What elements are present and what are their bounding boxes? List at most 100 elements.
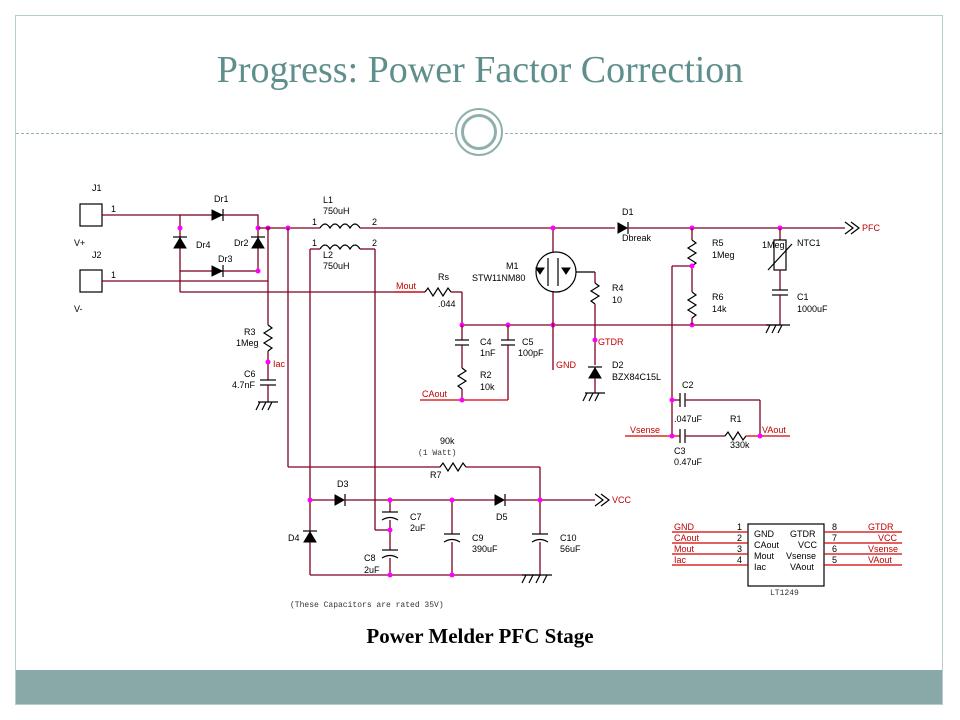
svg-text:5: 5 [832,555,837,565]
svg-text:2: 2 [372,238,377,248]
svg-text:(These Capacitors are rated 35: (These Capacitors are rated 35V) [290,601,444,610]
svg-text:1Meg: 1Meg [236,338,259,348]
svg-text:Dr4: Dr4 [196,240,211,250]
svg-text:C1: C1 [797,292,809,302]
svg-text:1000uF: 1000uF [797,304,828,314]
svg-text:4: 4 [737,555,742,565]
svg-text:D3: D3 [337,479,349,489]
svg-text:D5: D5 [496,512,508,522]
svg-text:1Meg: 1Meg [762,240,785,250]
svg-text:330k: 330k [730,440,750,450]
svg-text:Iac: Iac [273,359,286,369]
svg-text:J2: J2 [92,250,102,260]
svg-text:10k: 10k [480,382,495,392]
svg-text:1nF: 1nF [480,348,496,358]
svg-text:C8: C8 [364,553,376,563]
svg-text:GTDR: GTDR [868,522,894,532]
svg-text:Mout: Mout [674,544,695,554]
svg-text:4.7nF: 4.7nF [232,380,256,390]
svg-text:750uH: 750uH [323,261,350,271]
figure-caption: Power Melder PFC Stage [366,624,594,648]
svg-text:D1: D1 [622,207,634,217]
rs-current-sense: Mout Rs .044 [395,272,780,328]
svg-text:1: 1 [111,270,116,280]
svg-text:Iac: Iac [754,562,767,572]
svg-text:Dr2: Dr2 [234,238,249,248]
svg-text:90k: 90k [440,436,455,446]
svg-text:VAout: VAout [790,562,814,572]
slide-frame [15,15,943,705]
svg-text:Dr1: Dr1 [214,194,229,204]
svg-text:GND: GND [674,522,695,532]
svg-text:VCC: VCC [878,533,898,543]
ic-lt1249: GND CAout Mout Iac 1 2 3 4 GND CAout Mou… [672,522,902,598]
svg-text:R2: R2 [480,370,492,380]
svg-text:VAout: VAout [762,425,786,435]
svg-text:2uF: 2uF [410,523,426,533]
svg-text:CAout: CAout [422,389,448,399]
svg-text:L1: L1 [323,195,333,205]
svg-text:J1: J1 [92,183,102,193]
ntc1-c1: 1Meg NTC1 C1 1000uF [762,228,828,334]
svg-text:R6: R6 [712,292,724,302]
svg-text:V-: V- [74,304,83,314]
svg-text:1: 1 [111,204,116,214]
svg-text:.047uF: .047uF [674,414,703,424]
connector-j2: J2 1 V- [74,250,268,314]
svg-text:Mout: Mout [754,551,775,561]
svg-text:2uF: 2uF [364,565,380,575]
svg-text:56uF: 56uF [560,544,581,554]
svg-text:STW11NM80: STW11NM80 [472,273,525,283]
svg-text:0.47uF: 0.47uF [674,457,703,467]
svg-text:PFC: PFC [862,223,881,233]
svg-text:M1: M1 [506,261,519,271]
svg-text:VCC: VCC [798,540,818,550]
ring-inner [461,114,497,150]
r7-aux-supply: 90k (1 Watt) R7 [287,228,541,500]
svg-text:7: 7 [832,533,837,543]
svg-text:LT1249: LT1249 [770,589,799,598]
divider-ring-ornament [455,108,503,156]
svg-text:2: 2 [372,217,377,227]
bridge-rectifier: Dr1 Dr4 Dr2 Dr3 [173,194,425,293]
svg-text:1: 1 [737,522,742,532]
svg-text:10: 10 [612,295,622,305]
svg-text:8: 8 [832,522,837,532]
svg-text:.044: .044 [438,299,456,309]
svg-text:C7: C7 [410,512,422,522]
svg-text:Dr3: Dr3 [218,254,233,264]
svg-text:1Meg: 1Meg [712,250,735,260]
svg-text:C3: C3 [674,446,686,456]
r5-r6-divider: R5 1Meg R6 14k [671,228,735,436]
r3-c6-iac: R3 1Meg Iac C6 4.7nF [232,228,286,411]
svg-text:6: 6 [832,544,837,554]
svg-text:750uH: 750uH [323,206,350,216]
svg-text:Vsense: Vsense [868,544,898,554]
svg-text:C2: C2 [682,380,694,390]
svg-text:L2: L2 [323,250,333,260]
svg-text:Vsense: Vsense [630,425,660,435]
svg-text:BZX84C15L: BZX84C15L [612,372,661,382]
voltage-loop-compensation: C2 .047uF R1 330k Vsense VAout C3 0.47uF [625,380,790,467]
svg-text:100pF: 100pF [518,348,544,358]
svg-text:R3: R3 [244,327,256,337]
svg-text:V+: V+ [74,238,85,248]
svg-text:Mout: Mout [396,281,417,291]
svg-text:CAout: CAout [674,533,700,543]
svg-text:GTDR: GTDR [598,337,624,347]
svg-text:VAout: VAout [868,555,892,565]
svg-text:Rs: Rs [438,272,449,282]
svg-text:C4: C4 [480,337,492,347]
mosfet-m1: M1 STW11NM80 R4 10 GND GTDR [472,225,624,370]
svg-text:R4: R4 [612,283,624,293]
svg-text:C9: C9 [472,533,484,543]
svg-text:GTDR: GTDR [790,529,816,539]
svg-text:14k: 14k [712,304,727,314]
svg-text:(1 Watt): (1 Watt) [418,449,456,458]
charge-pump: VCC D3 D4 D5 C7 2uF C8 2uF C9 390uF C10 … [288,479,632,610]
svg-text:GND: GND [556,360,577,370]
svg-text:D4: D4 [288,533,300,543]
svg-text:D2: D2 [612,360,624,370]
compensation-network: C4 1nF C5 100pF R2 10k CAout [420,325,544,403]
